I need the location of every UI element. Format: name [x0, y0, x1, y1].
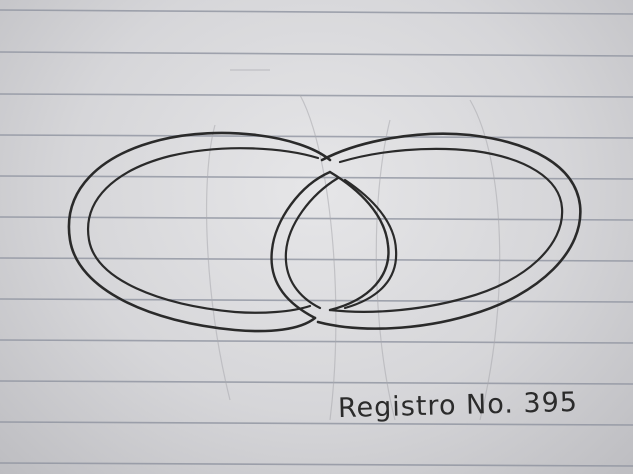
erased-pencil-traces: [205, 69, 501, 421]
right-ring: [316, 132, 582, 330]
left-ring: [67, 131, 340, 333]
registration-number-handwriting: Registro No. 395: [337, 386, 579, 425]
